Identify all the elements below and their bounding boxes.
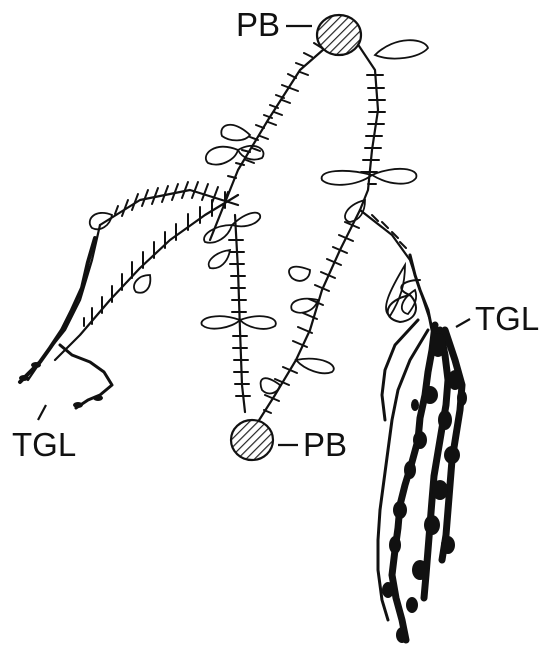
- axis-left-upper: [210, 35, 340, 240]
- loop: [296, 359, 334, 374]
- loop: [209, 250, 230, 268]
- granule: [432, 480, 448, 500]
- granule: [457, 390, 467, 406]
- loop: [289, 267, 310, 281]
- granule: [393, 501, 407, 519]
- granule: [19, 375, 29, 381]
- loop: [204, 225, 232, 243]
- granule: [424, 515, 440, 535]
- label-pb-top: PB: [236, 8, 280, 41]
- granule: [406, 597, 418, 613]
- label-leaders: [38, 26, 470, 445]
- label-tgl-left: TGL: [12, 428, 76, 461]
- loop: [240, 316, 276, 329]
- granule: [382, 582, 394, 598]
- tick: [246, 40, 352, 163]
- loop: [201, 316, 240, 328]
- granule: [73, 402, 83, 408]
- granule: [31, 362, 41, 368]
- granule: [396, 627, 408, 643]
- label-tgl-right: TGL: [475, 302, 539, 335]
- axis-ticks: [84, 34, 406, 413]
- granule: [430, 333, 446, 357]
- right-tail-strand: [392, 325, 435, 640]
- granule: [93, 395, 103, 401]
- leader-tgl-left: [38, 405, 46, 420]
- granule: [444, 446, 460, 464]
- loop: [134, 275, 150, 293]
- granule: [448, 370, 462, 390]
- granule: [411, 399, 419, 411]
- granule: [389, 536, 401, 554]
- dense-granules: [19, 333, 467, 643]
- axis-left-tail: [28, 225, 100, 380]
- granule: [412, 560, 428, 580]
- polar-body-top: [317, 15, 361, 55]
- loop: [372, 169, 416, 184]
- leader-tgl-right: [456, 319, 470, 327]
- granule: [404, 461, 416, 479]
- loop: [206, 147, 238, 165]
- right-tail-strand: [410, 255, 432, 330]
- loop: [375, 40, 428, 58]
- tick: [361, 75, 385, 184]
- granule: [413, 431, 427, 449]
- left-tail-strand: [60, 345, 112, 408]
- loop: [90, 213, 112, 229]
- axis-middle: [235, 215, 245, 412]
- granule: [438, 410, 452, 430]
- label-pb-bottom: PB: [303, 428, 347, 461]
- granule: [422, 386, 438, 404]
- loop: [221, 125, 250, 141]
- axis-right-tail: [360, 210, 430, 320]
- polar-body-bottom: [231, 420, 273, 460]
- granule: [441, 536, 455, 554]
